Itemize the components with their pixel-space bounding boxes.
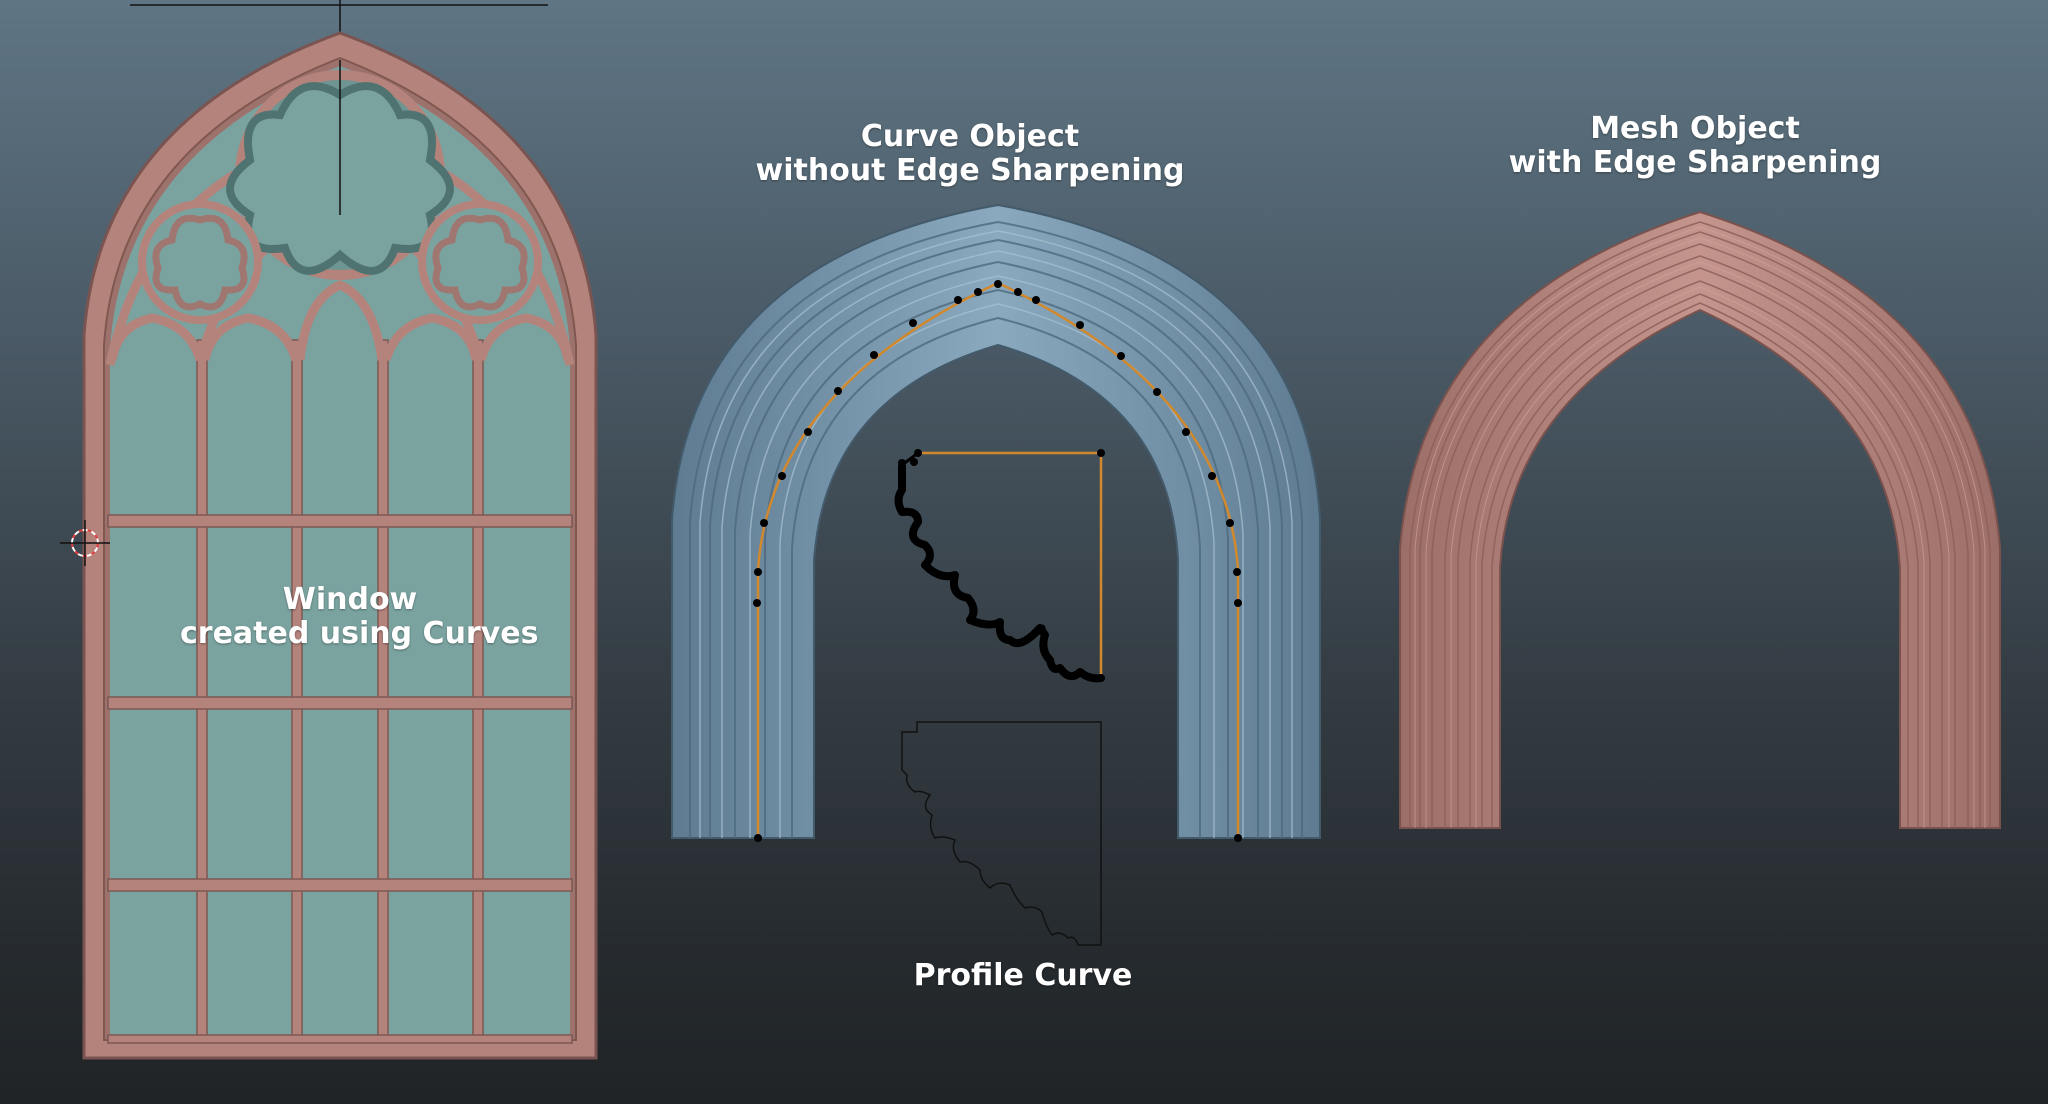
mesh-object-arch[interactable]	[1399, 210, 2001, 829]
mesh-object-label: Mesh Object with Edge Sharpening	[1500, 112, 1890, 180]
window-label-line1: Window	[282, 582, 418, 617]
curve-object-label-line2: without Edge Sharpening	[755, 153, 1185, 188]
curve-object-label-line1: Curve Object	[860, 119, 1080, 154]
curve-object-label: Curve Object without Edge Sharpening	[740, 120, 1200, 188]
profile-curve-label: Profile Curve	[873, 959, 1173, 993]
profile-curve-outline[interactable]	[901, 721, 1102, 946]
window-label: Window created using Curves	[180, 582, 539, 651]
quatrefoil-right	[418, 200, 542, 324]
3d-cursor-icon[interactable]	[60, 520, 110, 566]
window-label-line2: created using Curves	[180, 616, 539, 651]
profile-curve-label-text: Profile Curve	[913, 958, 1133, 993]
curve-control-points[interactable]	[753, 280, 1242, 842]
gothic-window[interactable]	[82, 31, 598, 1060]
mesh-object-label-line2: with Edge Sharpening	[1508, 145, 1882, 180]
curve-object-arch[interactable]	[671, 203, 1321, 839]
mesh-object-label-line1: Mesh Object	[1590, 111, 1800, 146]
quatrefoil-left	[138, 200, 262, 324]
profile-curve-selected[interactable]	[894, 449, 1105, 683]
